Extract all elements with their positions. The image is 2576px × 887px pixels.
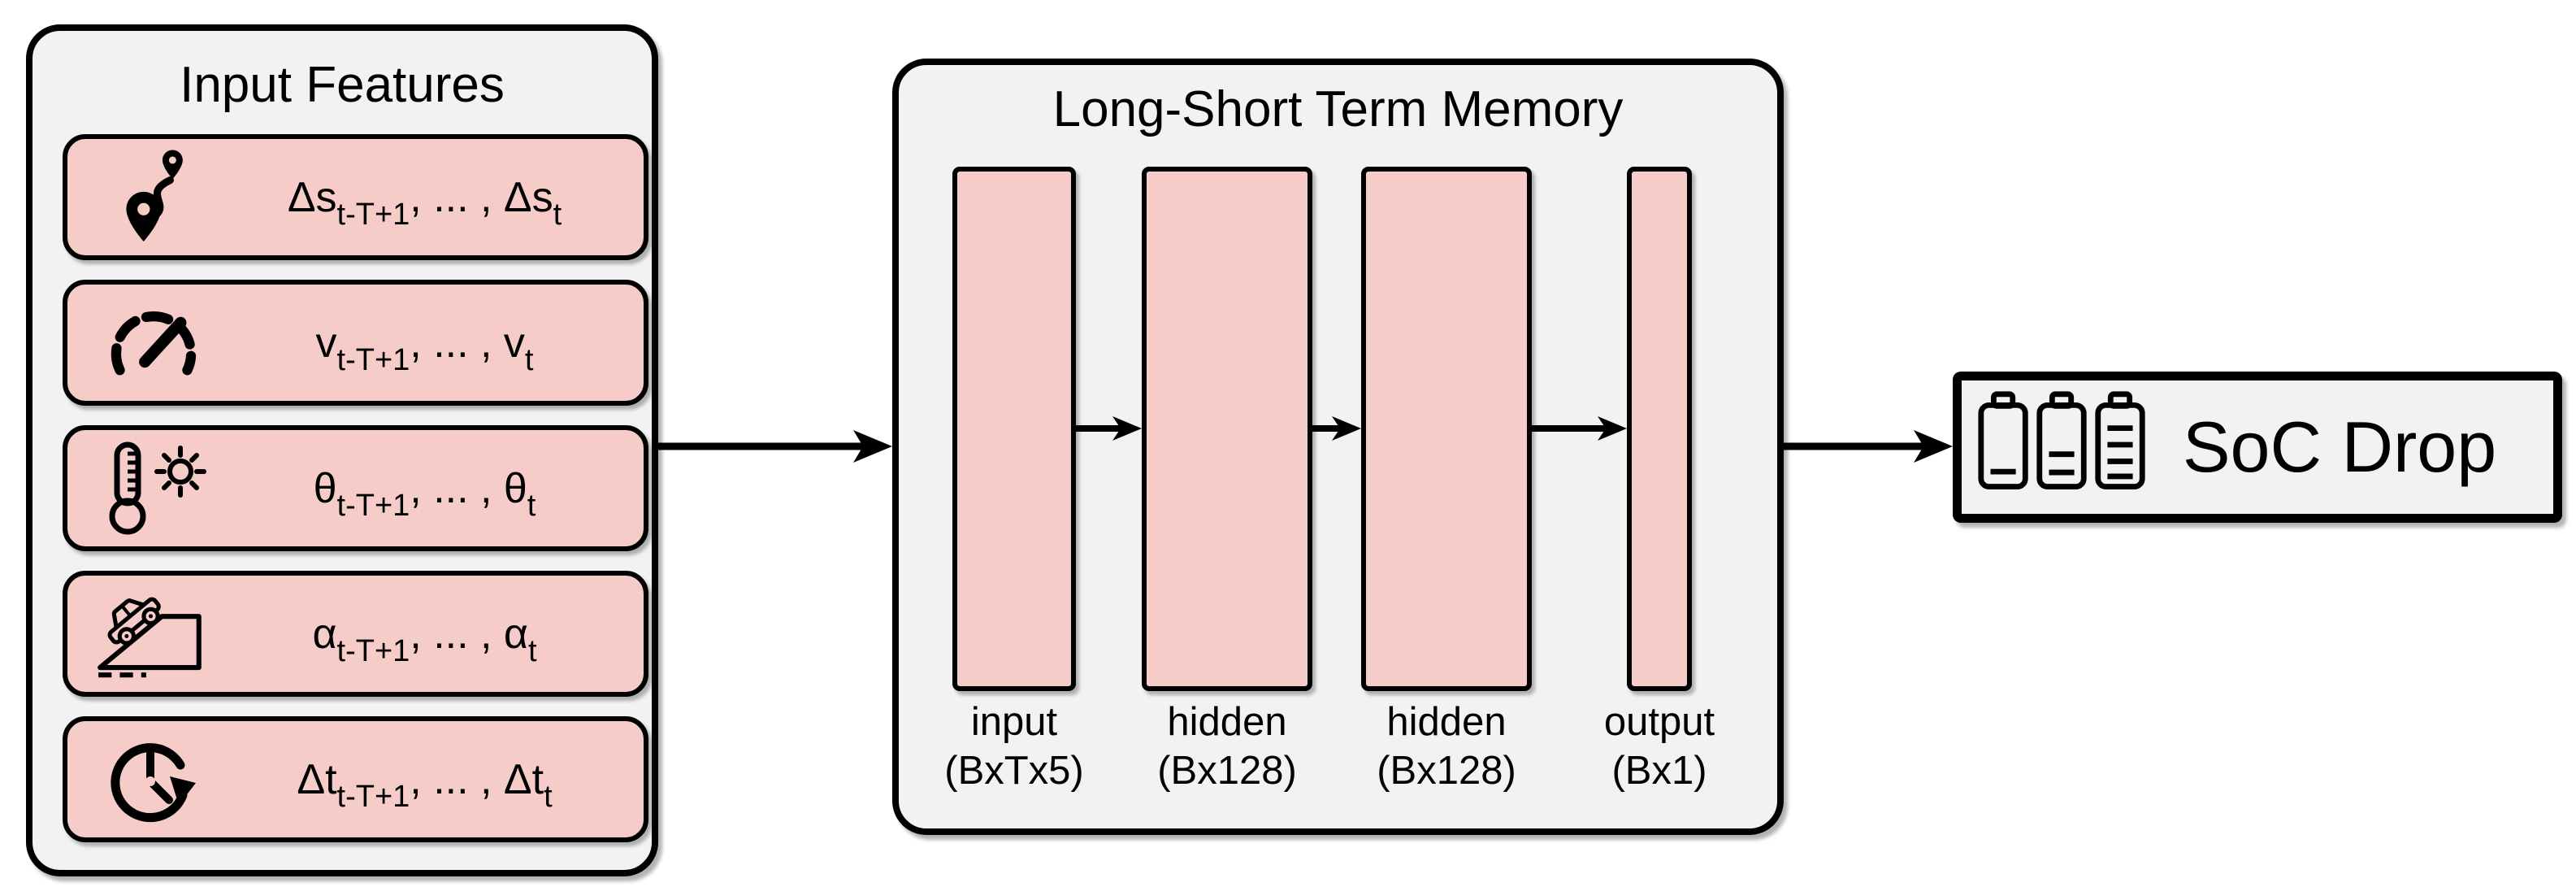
lstm-hidden-layer-2-label: hidden(Bx128) [1377, 700, 1516, 793]
car-slope-icon [67, 586, 235, 682]
lstm-title: Long-Short Term Memory [1052, 81, 1624, 137]
formula-distance: Δst-T+1, ... , Δst [287, 173, 562, 232]
soc-drop-label: SoC Drop [2182, 407, 2497, 487]
battery-levels-icon [1976, 390, 2149, 504]
feature-row-temperature: θt-T+1, ... , θt [63, 425, 648, 551]
feature-row-slope: αt-T+1, ... , αt [63, 571, 648, 697]
formula-speed: vt-T+1, ... , vt [315, 319, 534, 377]
arrow-input-to-lstm [658, 430, 892, 463]
route-icon [67, 149, 235, 246]
lstm-input-layer-label: input(BxTx5) [944, 700, 1084, 793]
input-features-panel: Input Features Δst-T+1, ... , Δst vt-T+1… [26, 24, 658, 876]
thermometer-sun-icon [67, 440, 235, 537]
formula-temperature: θt-T+1, ... , θt [313, 464, 536, 523]
feature-row-time: Δtt-T+1, ... , Δtt [63, 716, 648, 842]
lstm-output-layer-label: output(Bx1) [1603, 700, 1715, 793]
soc-drop-panel: SoC Drop [1953, 372, 2562, 523]
arrow-hidden2-to-output [1532, 416, 1627, 441]
clock-history-icon [67, 731, 235, 828]
lstm-input-layer-bar [952, 167, 1076, 691]
lstm-hidden-layer-1-bar [1142, 167, 1312, 691]
speedometer-icon [67, 295, 235, 391]
input-features-title: Input Features [180, 57, 505, 113]
lstm-hidden-layer-2-bar [1361, 167, 1532, 691]
feature-row-distance: Δst-T+1, ... , Δst [63, 134, 648, 260]
arrow-lstm-to-soc [1784, 430, 1953, 463]
lstm-hidden-layer-1-label: hidden(Bx128) [1157, 700, 1297, 793]
formula-slope: αt-T+1, ... , αt [312, 610, 537, 668]
lstm-panel: Long-Short Term Memory input(BxTx5) hidd… [892, 59, 1784, 835]
arrow-input-to-hidden1 [1076, 416, 1142, 441]
feature-row-speed: vt-T+1, ... , vt [63, 280, 648, 406]
arrow-hidden1-to-hidden2 [1312, 416, 1361, 441]
formula-time: Δtt-T+1, ... , Δtt [297, 755, 553, 814]
lstm-output-layer-bar [1627, 167, 1692, 691]
